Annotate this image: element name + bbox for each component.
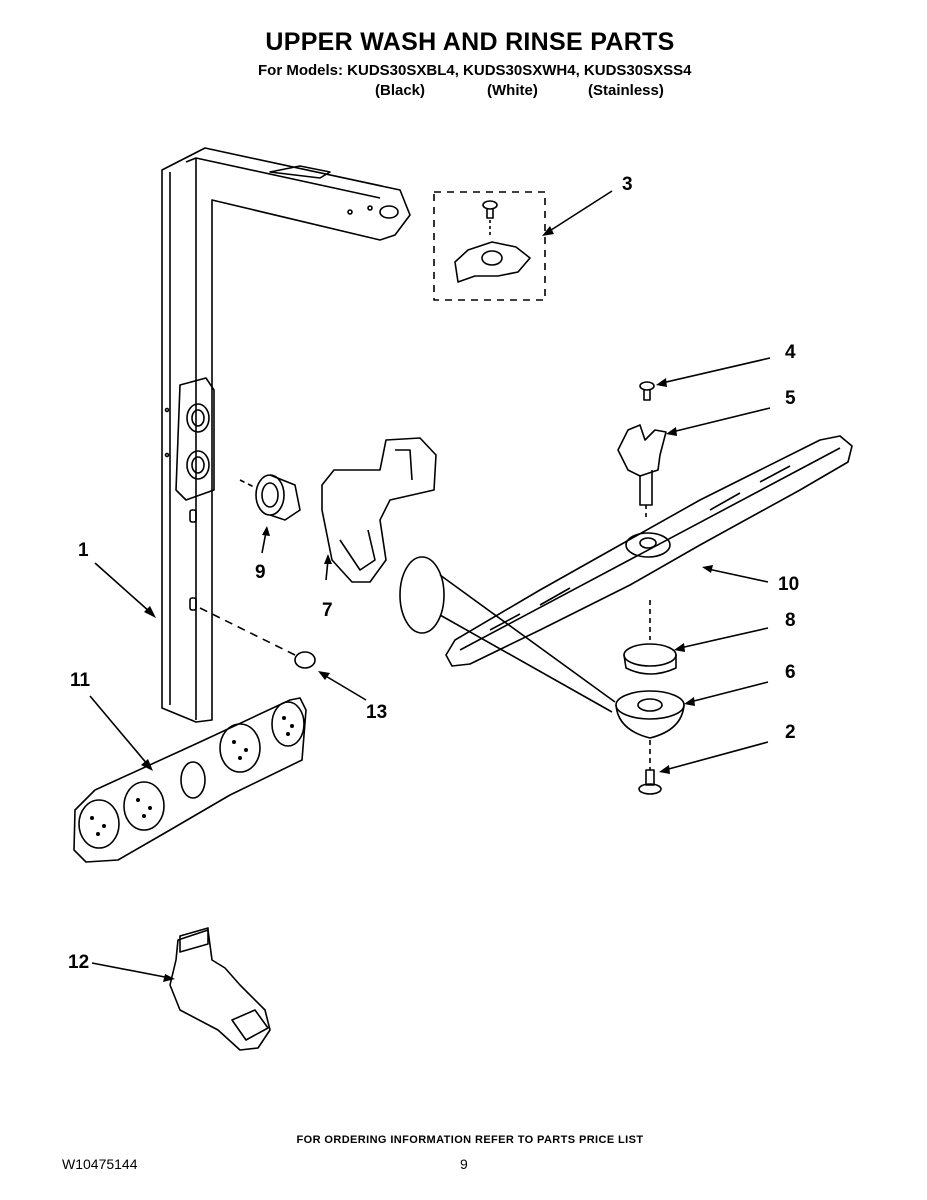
model-list: For Models: KUDS30SXBL4, KUDS30SXWH4, KU…	[258, 62, 692, 79]
variant-black: (Black)	[375, 82, 426, 99]
variant-white: (White)	[487, 82, 538, 99]
leader-arrowheads	[141, 226, 713, 982]
ordering-note: FOR ORDERING INFORMATION REFER TO PARTS …	[296, 1134, 644, 1146]
part-6-hub	[615, 690, 685, 770]
callout-1: 1	[78, 540, 89, 561]
callout-5: 5	[785, 388, 796, 409]
part-3-inlet-box	[433, 191, 546, 301]
variant-stainless: (Stainless)	[588, 82, 664, 99]
callout-7: 7	[322, 600, 333, 621]
callout-8: 8	[785, 610, 796, 631]
callout-12: 12	[68, 952, 90, 973]
part-8-ring	[623, 600, 677, 675]
part-7-bracket	[321, 437, 437, 583]
part-5-holder	[617, 424, 667, 520]
part-12-connector	[169, 927, 271, 1051]
page-number: 9	[460, 1156, 468, 1172]
callout-10: 10	[778, 574, 800, 595]
callout-13: 13	[366, 702, 388, 723]
part-4-screw	[639, 381, 655, 401]
document-number: W10475144	[62, 1156, 138, 1172]
callout-11: 11	[70, 670, 91, 691]
page-title: UPPER WASH AND RINSE PARTS	[265, 28, 675, 56]
part-11-nozzle-manifold	[73, 697, 307, 863]
part-1-supply-tube	[161, 147, 411, 723]
callout-2: 2	[785, 722, 796, 743]
callout-9: 9	[255, 562, 266, 583]
callout-4: 4	[785, 342, 796, 363]
part-9-fitting	[239, 474, 301, 521]
part-13-cap	[199, 607, 316, 669]
feed-tube	[399, 556, 616, 713]
part-2-screw	[638, 769, 662, 795]
part-10-spray-arm	[445, 435, 853, 667]
callout-3: 3	[622, 174, 633, 195]
leader-lines	[89, 190, 771, 979]
callout-6: 6	[785, 662, 796, 683]
